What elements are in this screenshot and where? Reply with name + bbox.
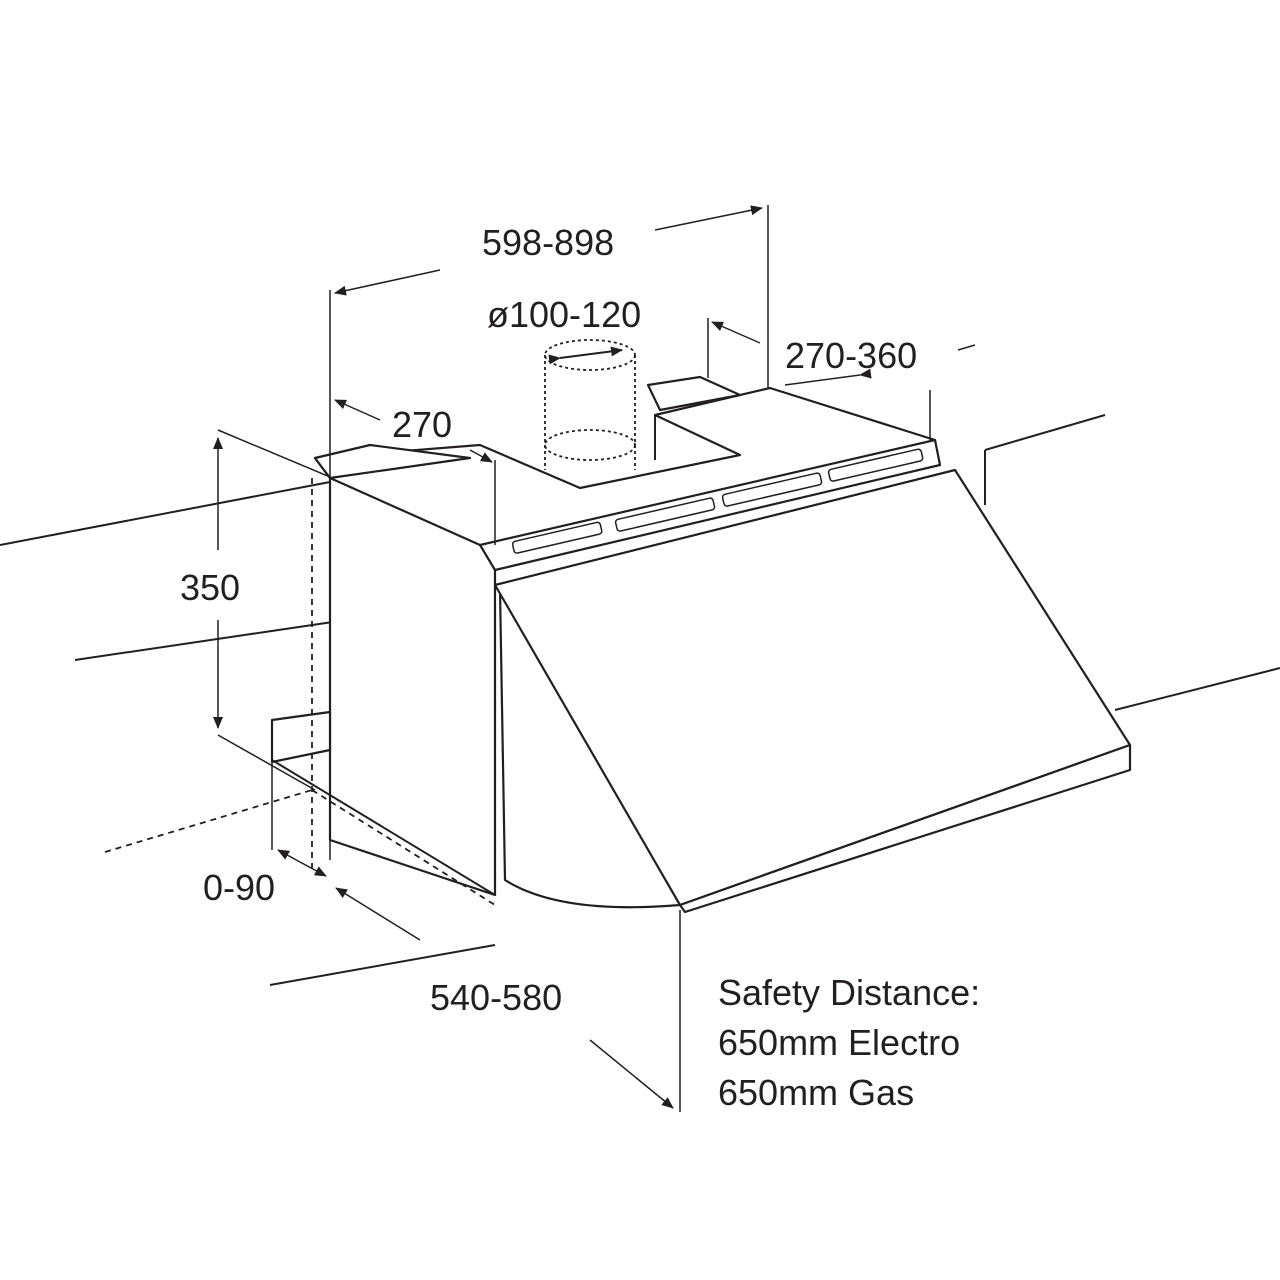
rear-depth-label: 270-360 xyxy=(785,335,917,376)
depth-label: 540-580 xyxy=(430,977,562,1018)
duct-diameter-label: ø100-120 xyxy=(487,294,641,335)
safety-title: Safety Distance: xyxy=(718,972,980,1013)
safety-gas: 650mm Gas xyxy=(718,1072,914,1113)
side-depth-label: 270 xyxy=(392,404,452,445)
width-label: 598-898 xyxy=(482,222,614,263)
height-label: 350 xyxy=(180,567,240,608)
safety-electro: 650mm Electro xyxy=(718,1022,960,1063)
hood-body xyxy=(270,375,1132,914)
vent-slots xyxy=(511,448,924,554)
offset-label: 0-90 xyxy=(203,867,275,908)
safety-distance-note: Safety Distance: 650mm Electro 650mm Gas xyxy=(718,972,980,1113)
duct-cylinder xyxy=(544,339,636,470)
dimension-lines xyxy=(213,205,976,1112)
